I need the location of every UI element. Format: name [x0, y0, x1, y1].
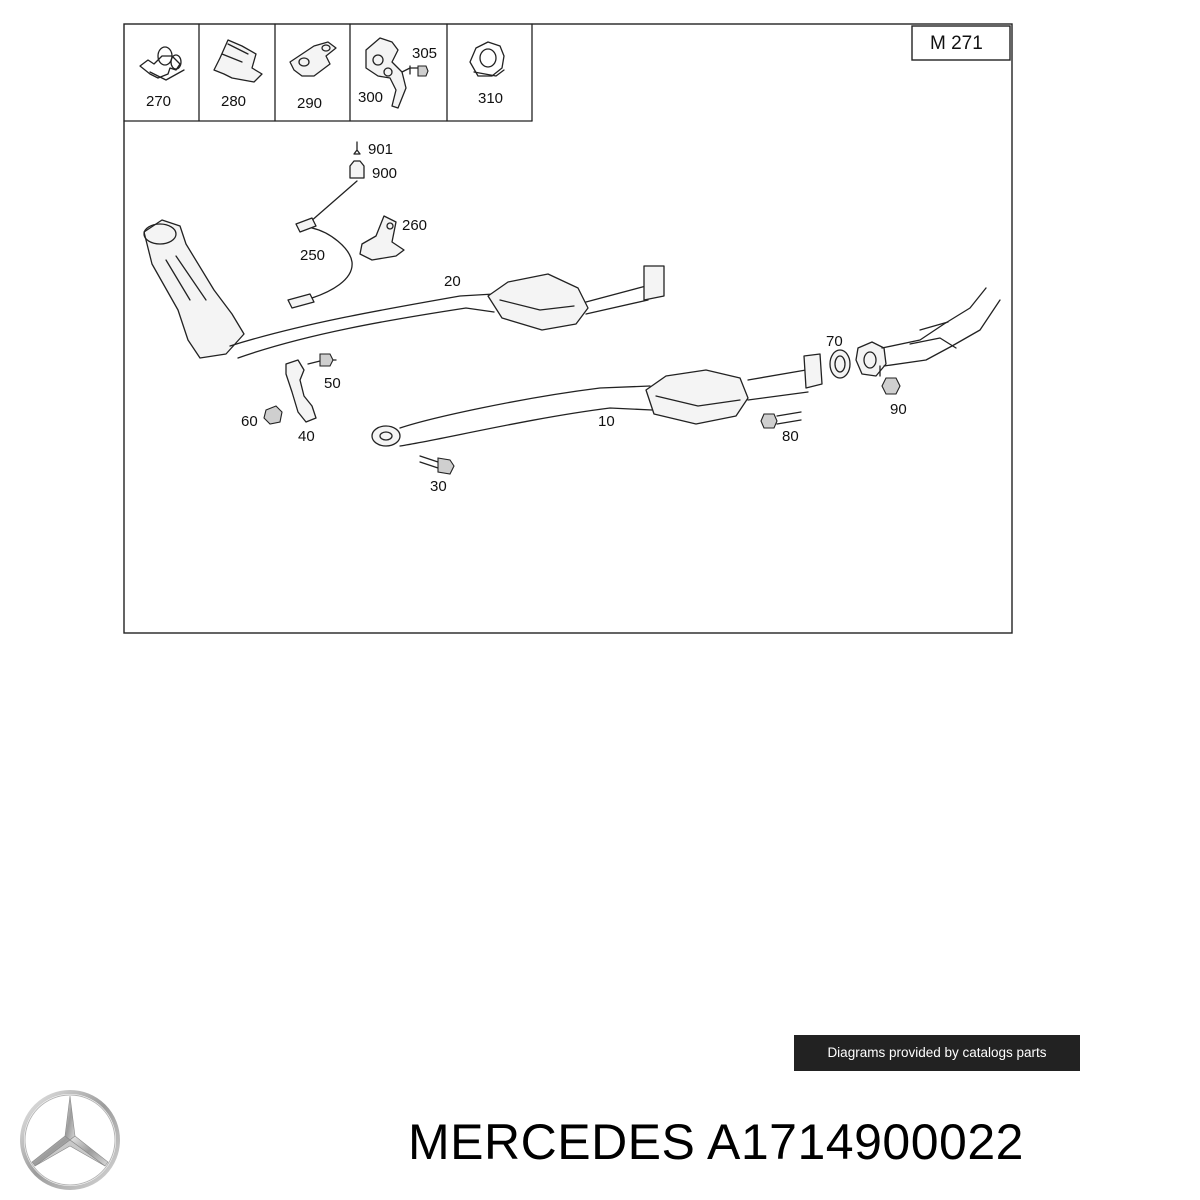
- callout-70: 70: [826, 333, 843, 350]
- clamp-detail-270: 270: [139, 46, 185, 110]
- heat-shield-detail-280: 280: [213, 39, 263, 110]
- bracket-260: 260: [359, 215, 427, 261]
- seal-ring-70: 70: [826, 333, 851, 379]
- callout-300: 300: [358, 89, 383, 106]
- rear-pipe-flange-90: 90: [855, 287, 1001, 418]
- bracket-detail-300-305: 305 300: [358, 37, 437, 109]
- callout-305: 305: [412, 45, 437, 62]
- callout-901: 901: [368, 141, 393, 158]
- diagram-credit-badge: Diagrams provided by catalogs parts: [794, 1035, 1080, 1071]
- callout-50: 50: [324, 375, 341, 392]
- bracket-40-bolt-50-nut-60: 50 60 40: [241, 353, 341, 445]
- engine-code-box: M 271: [911, 25, 1011, 61]
- callout-290: 290: [297, 95, 322, 112]
- engine-code: M 271: [930, 33, 983, 54]
- callout-90: 90: [890, 401, 907, 418]
- hanger-detail-290: 290: [289, 41, 337, 112]
- sensor-connector-901-900: 901 900: [309, 141, 397, 223]
- callout-900: 900: [372, 165, 397, 182]
- callout-60: 60: [241, 413, 258, 430]
- oxygen-sensor-250: 250: [287, 217, 353, 309]
- callout-10: 10: [598, 413, 615, 430]
- three-pointed-star-icon: [20, 1090, 120, 1190]
- intermediate-pipe-10: 10: [371, 353, 823, 447]
- callout-270: 270: [146, 93, 171, 110]
- bolt-80: 80: [760, 411, 802, 445]
- callout-280: 280: [221, 93, 246, 110]
- detail-strip: [123, 23, 533, 122]
- bolt-30: 30: [419, 455, 455, 495]
- diagram-frame: [123, 23, 1013, 634]
- callout-310: 310: [478, 90, 503, 107]
- callout-40: 40: [298, 428, 315, 445]
- part-number: A1714900022: [707, 1114, 1024, 1170]
- callout-80: 80: [782, 428, 799, 445]
- part-title: MERCEDES A1714900022: [408, 1112, 1024, 1172]
- callout-250: 250: [300, 247, 325, 264]
- front-pipe-20: 20: [143, 219, 665, 359]
- clamp-detail-310: 310: [469, 41, 505, 107]
- brand-name: MERCEDES: [408, 1114, 696, 1170]
- callout-30: 30: [430, 478, 447, 495]
- callout-260: 260: [402, 217, 427, 234]
- callout-20: 20: [444, 273, 461, 290]
